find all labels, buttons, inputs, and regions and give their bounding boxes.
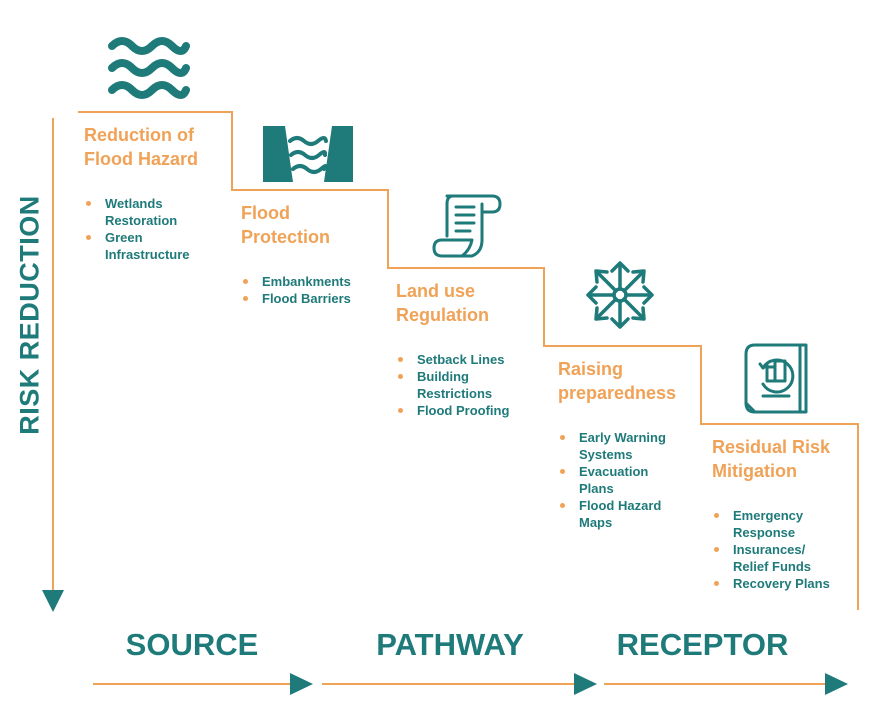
dam-icon — [263, 126, 353, 182]
list-item: Insurances/ Relief Funds — [712, 541, 830, 575]
step-title-reduction-of-flood-hazard: Reduction of Flood Hazard — [84, 125, 199, 169]
stage-label-receptor: RECEPTOR — [616, 627, 789, 662]
list-item: Flood Barriers — [241, 290, 351, 307]
list-item: Evacuation Plans — [558, 463, 666, 497]
step-title-raising-preparedness: Raising preparedness — [558, 359, 677, 403]
stage-label-pathway: PATHWAY — [376, 627, 524, 662]
step-title-residual-risk-mitigation: Residual Risk Mitigation — [712, 437, 831, 481]
source-arrow-head — [290, 673, 313, 695]
staircase-line — [78, 111, 859, 610]
step-list-residual-risk-mitigation: Emergency Response Insurances/ Relief Fu… — [712, 507, 830, 592]
waves-icon — [108, 37, 190, 99]
list-item: Flood Hazard Maps — [558, 497, 666, 531]
scroll-icon — [432, 194, 502, 258]
list-item: Embankments — [241, 273, 351, 290]
list-item: Early Warning Systems — [558, 429, 666, 463]
step-list-reduction-of-flood-hazard: Wetlands Restoration Green Infrastructur… — [84, 195, 190, 263]
step-title-flood-protection: Flood Protection — [241, 203, 331, 247]
step-list-land-use-regulation: Setback Lines Building Restrictions Floo… — [396, 351, 509, 419]
expand-arrows-icon — [586, 261, 654, 329]
list-item: Flood Proofing — [396, 402, 509, 419]
stage-label-source: SOURCE — [125, 627, 259, 662]
step-list-raising-preparedness: Early Warning Systems Evacuation Plans F… — [558, 429, 666, 531]
insurance-policy-icon — [744, 343, 808, 414]
list-item: Green Infrastructure — [84, 229, 190, 263]
step-list-flood-protection: Embankments Flood Barriers — [241, 273, 351, 307]
step-title-land-use-regulation: Land use Regulation — [396, 281, 489, 325]
receptor-arrow-head — [825, 673, 848, 695]
list-item: Recovery Plans — [712, 575, 830, 592]
pathway-arrow-head — [574, 673, 597, 695]
risk-reduction-arrow-head — [42, 590, 64, 612]
list-item: Building Restrictions — [396, 368, 509, 402]
list-item: Emergency Response — [712, 507, 830, 541]
list-item: Wetlands Restoration — [84, 195, 190, 229]
list-item: Setback Lines — [396, 351, 509, 368]
